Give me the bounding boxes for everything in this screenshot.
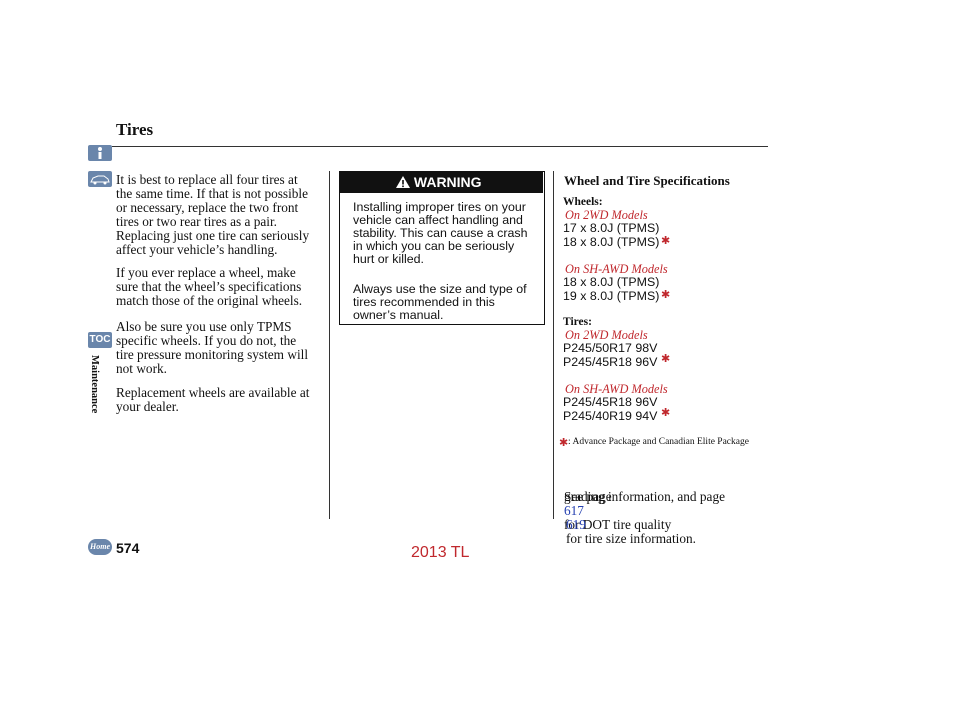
see-text: for DOT tire quality xyxy=(564,517,672,532)
footnote-marker: ✱ xyxy=(661,289,671,301)
wheels-2wd-label: On 2WD Models xyxy=(565,208,648,222)
wheels-2wd-2: 18 x 8.0J (TPMS) xyxy=(563,235,660,249)
paragraph-4: Replacement wheels are available at your… xyxy=(116,385,310,414)
see-line-1: See page 617 for DOT tire quality xyxy=(564,476,671,532)
column-divider-left xyxy=(329,171,330,519)
footnote-star: ✱ xyxy=(559,437,569,449)
car-icon[interactable] xyxy=(88,171,112,187)
footnote-marker: ✱ xyxy=(661,235,671,247)
page-title: Tires xyxy=(116,120,154,139)
paragraph-1: It is best to replace all four tires at … xyxy=(116,172,310,257)
warning-text-1: Installing improper tires on your vehicl… xyxy=(353,200,528,266)
wheels-awd-label: On SH-AWD Models xyxy=(565,262,668,276)
warning-text-2: Always use the size and type of tires re… xyxy=(353,282,527,322)
watermark: 2013 TL xyxy=(411,544,470,561)
footnote-text: : Advance Package and Canadian Elite Pac… xyxy=(568,437,749,447)
tires-awd-label: On SH-AWD Models xyxy=(565,382,668,396)
wheels-awd-1: 18 x 8.0J (TPMS) xyxy=(563,275,660,289)
info-icon[interactable] xyxy=(88,145,112,161)
toc-label: TOC xyxy=(89,334,111,345)
tires-label: Tires: xyxy=(563,316,592,328)
wheels-awd-2: 19 x 8.0J (TPMS) xyxy=(563,289,660,303)
see-text: See page xyxy=(564,489,612,504)
home-button[interactable]: Home xyxy=(88,539,112,555)
warning-label: WARNING xyxy=(413,174,482,190)
footnote-marker: ✱ xyxy=(661,353,671,365)
tires-2wd-2: P245/45R18 96V xyxy=(563,355,658,369)
warning-box xyxy=(339,171,545,325)
warning-header xyxy=(340,172,543,193)
page-link-619[interactable]: 619 xyxy=(566,517,586,532)
specs-heading: Wheel and Tire Specifications xyxy=(564,173,730,188)
toc-button[interactable]: TOC xyxy=(88,332,112,348)
wheels-label: Wheels: xyxy=(563,196,603,208)
column-divider-right xyxy=(553,171,554,519)
warning-icon xyxy=(396,176,410,188)
warning-title: WARNING xyxy=(396,174,482,190)
tires-2wd-label: On 2WD Models xyxy=(565,328,648,342)
page-number: 574 xyxy=(116,540,140,556)
wheels-2wd-1: 17 x 8.0J (TPMS) xyxy=(563,221,660,235)
section-label-text: Maintenance xyxy=(89,355,100,414)
car-glyph xyxy=(90,175,110,185)
title-rule xyxy=(112,146,768,147)
info-glyph xyxy=(98,147,102,159)
page-link-617[interactable]: 617 xyxy=(564,503,584,518)
tires-awd-1: P245/45R18 96V xyxy=(563,395,658,409)
footnote-marker: ✱ xyxy=(661,407,671,419)
paragraph-2: If you ever replace a wheel, make sure t… xyxy=(116,265,303,308)
section-label: Maintenance xyxy=(87,355,101,425)
tires-2wd-1: P245/50R17 98V xyxy=(563,341,658,355)
see-line-3: 619 for tire size information. xyxy=(566,504,696,546)
see-line-2: grading information, and page xyxy=(564,489,725,504)
tires-awd-2: P245/40R19 94V xyxy=(563,409,658,423)
paragraph-3: Also be sure you use only TPMS specific … xyxy=(116,319,309,376)
home-label: Home xyxy=(90,542,110,551)
see-text: for tire size information. xyxy=(566,531,696,546)
